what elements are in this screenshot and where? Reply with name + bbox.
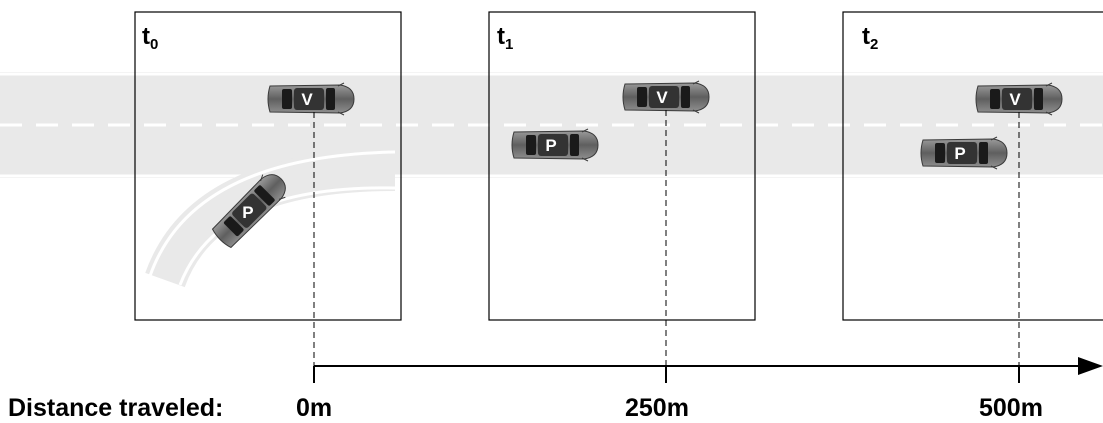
- frame-t1: t1 V P: [488, 11, 756, 321]
- axis-caption: Distance traveled:: [8, 394, 224, 422]
- distance-guides: [313, 110, 1020, 366]
- axis-tick-label-2: 500m: [979, 394, 1043, 422]
- vehicle-v-letter: V: [301, 90, 313, 109]
- frame-label-t1: t1: [497, 23, 513, 53]
- road: [0, 72, 1103, 178]
- vehicle-p-letter: P: [242, 203, 253, 222]
- axis-arrow-icon: [1078, 357, 1103, 375]
- vehicle-v-letter: V: [656, 88, 668, 107]
- frame-label-t2: t2: [862, 23, 878, 53]
- vehicle-v-t1: V: [622, 80, 710, 114]
- vehicle-p-t1: P: [511, 128, 599, 162]
- frame-label-t0: t0: [142, 23, 158, 53]
- vehicle-v-t0: V: [267, 82, 355, 116]
- frame-t2: t2 V P: [842, 11, 1103, 321]
- vehicle-p-t2: P: [920, 136, 1008, 170]
- vehicle-p-letter: P: [954, 144, 965, 163]
- distance-axis: [313, 357, 1103, 383]
- axis-tick-label-0: 0m: [296, 394, 333, 422]
- frame-t0: t0 V P: [134, 11, 402, 321]
- vehicle-v-letter: V: [1009, 90, 1021, 109]
- vehicle-p-t0: P: [208, 167, 293, 252]
- axis-tick-label-1: 250m: [625, 394, 689, 422]
- vehicle-p-letter: P: [545, 136, 556, 155]
- vehicle-v-t2: V: [975, 82, 1063, 116]
